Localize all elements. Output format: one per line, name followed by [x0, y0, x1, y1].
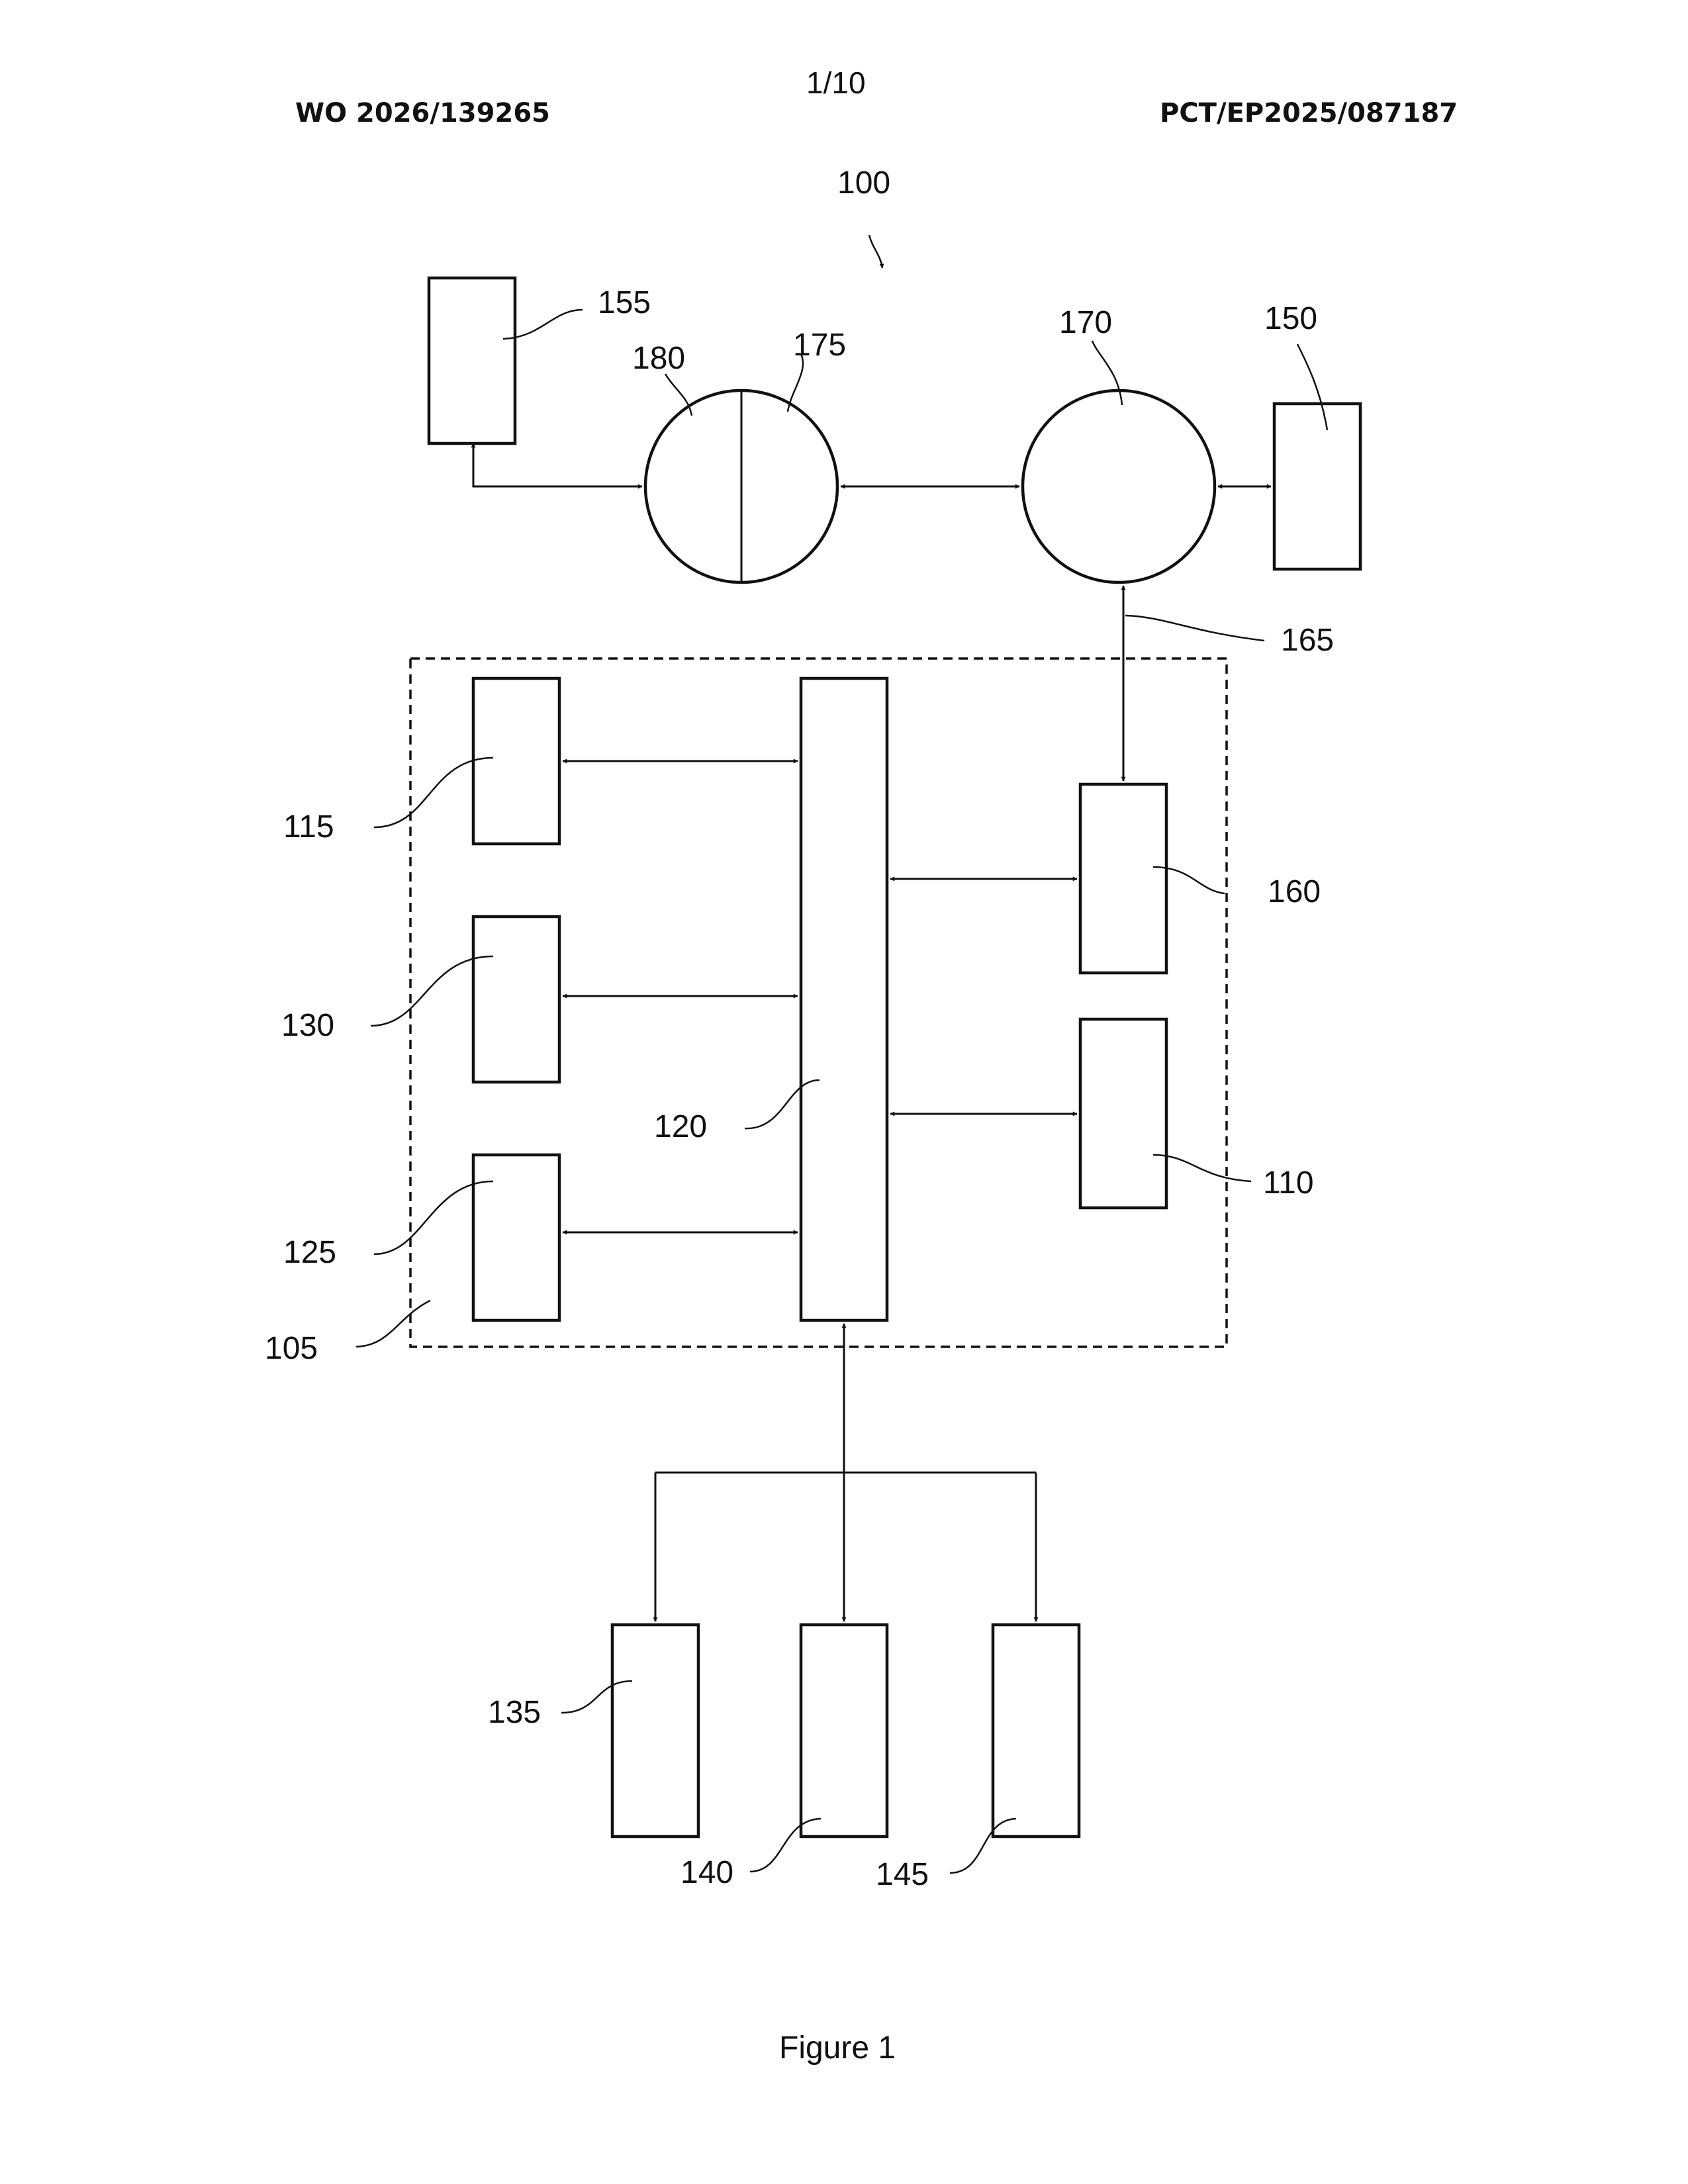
- block-115: [473, 678, 559, 844]
- label-135: 135: [488, 1695, 541, 1730]
- block-155: [429, 278, 515, 443]
- block-145: [993, 1625, 1079, 1837]
- leader-105: [356, 1300, 430, 1347]
- label-120: 120: [654, 1109, 707, 1144]
- label-160: 160: [1268, 874, 1321, 909]
- leader-165: [1125, 615, 1264, 641]
- figure-caption: Figure 1: [779, 2030, 896, 2066]
- label-165: 165: [1281, 623, 1334, 658]
- label-155: 155: [598, 285, 651, 320]
- leader-175: [788, 354, 803, 412]
- block-150: [1274, 404, 1360, 569]
- block-140: [801, 1625, 887, 1837]
- label-100: 100: [837, 165, 890, 201]
- block-135: [612, 1625, 698, 1837]
- label-170: 170: [1059, 305, 1112, 340]
- label-145: 145: [876, 1857, 929, 1892]
- label-115: 115: [283, 809, 334, 844]
- circle-170: [1023, 390, 1215, 582]
- label-150: 150: [1264, 301, 1317, 336]
- leader-100: [869, 235, 882, 268]
- block-160: [1080, 784, 1166, 973]
- block-125: [473, 1155, 559, 1320]
- label-110: 110: [1263, 1165, 1314, 1201]
- label-105: 105: [265, 1331, 318, 1366]
- arrow-155-to-180: [473, 443, 642, 486]
- label-175: 175: [793, 328, 846, 363]
- label-125: 125: [283, 1235, 336, 1270]
- bus-120: [801, 678, 887, 1320]
- block-130: [473, 917, 559, 1082]
- block-110: [1080, 1019, 1166, 1208]
- label-130: 130: [281, 1008, 334, 1043]
- label-140: 140: [680, 1855, 733, 1890]
- label-180: 180: [632, 341, 685, 376]
